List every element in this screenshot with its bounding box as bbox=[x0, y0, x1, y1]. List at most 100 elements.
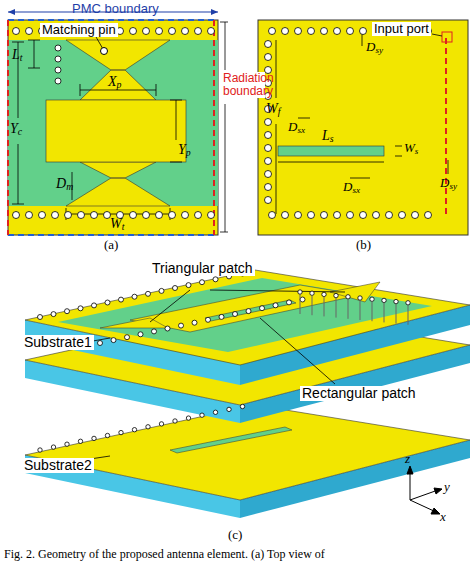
via-hole bbox=[310, 291, 314, 295]
via-post bbox=[408, 305, 409, 325]
via-hole bbox=[146, 425, 150, 429]
via-hole bbox=[300, 297, 305, 302]
via-hole bbox=[65, 212, 72, 219]
dimension-label: z bbox=[405, 452, 410, 466]
dimension-label: Wt bbox=[110, 216, 124, 233]
via-hole bbox=[347, 212, 354, 219]
via-post bbox=[396, 304, 397, 324]
dimension-label: Substrate2 bbox=[22, 458, 94, 473]
via-hole bbox=[105, 300, 110, 305]
via-hole bbox=[182, 212, 189, 219]
via-hole bbox=[143, 212, 150, 219]
via-hole bbox=[125, 335, 130, 340]
via-hole bbox=[26, 212, 33, 219]
via-hole bbox=[200, 413, 204, 417]
via-hole bbox=[265, 197, 272, 204]
dimension-label: (c) bbox=[228, 528, 242, 542]
via-hole bbox=[138, 332, 143, 337]
via-hole bbox=[13, 28, 20, 35]
dimension-label: Matching pin bbox=[40, 23, 118, 37]
via-hole bbox=[130, 28, 137, 35]
via-hole bbox=[382, 298, 386, 302]
via-post bbox=[372, 301, 373, 321]
via-hole bbox=[52, 212, 59, 219]
via-hole bbox=[143, 28, 150, 35]
via-hole bbox=[173, 286, 178, 291]
via-hole bbox=[159, 422, 163, 426]
dimension-label: Ls bbox=[322, 128, 334, 145]
via-hole bbox=[265, 132, 272, 139]
dimension-label: Input port bbox=[372, 22, 431, 36]
dimension-label: (b) bbox=[356, 238, 371, 252]
via-hole bbox=[233, 312, 238, 317]
via-post bbox=[336, 298, 337, 318]
via-hole bbox=[298, 290, 302, 294]
via-hole bbox=[360, 28, 367, 35]
via-hole bbox=[195, 212, 202, 219]
via-hole bbox=[55, 67, 61, 73]
via-hole bbox=[265, 145, 272, 152]
dimension-label: PMC boundary bbox=[72, 2, 159, 16]
via-hole bbox=[358, 296, 362, 300]
via-hole bbox=[38, 315, 43, 320]
via-hole bbox=[373, 212, 380, 219]
via-hole bbox=[132, 428, 136, 432]
via-hole bbox=[195, 28, 202, 35]
via-hole bbox=[282, 28, 289, 35]
via-hole bbox=[156, 212, 163, 219]
via-hole bbox=[321, 212, 328, 219]
via-hole bbox=[65, 442, 69, 446]
via-hole bbox=[265, 184, 272, 191]
via-hole bbox=[130, 212, 137, 219]
via-hole bbox=[219, 314, 224, 319]
via-hole bbox=[334, 293, 338, 297]
via-hole bbox=[92, 303, 97, 308]
via-hole bbox=[78, 306, 83, 311]
via-hole bbox=[273, 303, 278, 308]
via-post bbox=[300, 294, 301, 314]
via-post bbox=[360, 300, 361, 320]
dimension-label: x bbox=[440, 510, 446, 524]
via-hole bbox=[322, 292, 326, 296]
dimension-label: Wf bbox=[266, 101, 280, 118]
via-hole bbox=[321, 28, 328, 35]
dimension-label: Radiation boundary bbox=[221, 72, 265, 98]
via-hole bbox=[65, 309, 70, 314]
via-hole bbox=[295, 212, 302, 219]
dimension-label: Dsy bbox=[366, 40, 383, 55]
via-hole bbox=[104, 212, 111, 219]
via-hole bbox=[360, 212, 367, 219]
via-hole bbox=[269, 212, 276, 219]
via-hole bbox=[165, 326, 170, 331]
via-hole bbox=[159, 288, 164, 293]
via-hole bbox=[265, 158, 272, 165]
dimension-label: Dsx bbox=[288, 120, 305, 135]
via-hole bbox=[39, 212, 46, 219]
via-hole bbox=[13, 212, 20, 219]
dimension-label: Yp bbox=[178, 142, 191, 159]
via-hole bbox=[206, 317, 211, 322]
via-hole bbox=[213, 277, 218, 282]
via-hole bbox=[105, 433, 109, 437]
via-hole bbox=[308, 28, 315, 35]
dimension-label: Rectangular patch bbox=[300, 386, 418, 401]
via-hole bbox=[260, 306, 265, 311]
dimension-label: Dm bbox=[56, 176, 73, 193]
via-hole bbox=[78, 439, 82, 443]
via-hole bbox=[98, 341, 103, 346]
via-hole bbox=[425, 212, 432, 219]
via-hole bbox=[399, 212, 406, 219]
via-hole bbox=[51, 445, 55, 449]
via-hole bbox=[186, 283, 191, 288]
dimension-label: Xp bbox=[108, 74, 121, 91]
via-post bbox=[348, 299, 349, 319]
via-hole bbox=[179, 323, 184, 328]
via-hole bbox=[240, 404, 244, 408]
via-hole bbox=[91, 212, 98, 219]
via-hole bbox=[26, 28, 33, 35]
via-hole bbox=[111, 338, 116, 343]
via-hole bbox=[38, 448, 42, 452]
dimension-label: Dsx bbox=[343, 180, 360, 195]
via-hole bbox=[265, 54, 272, 61]
